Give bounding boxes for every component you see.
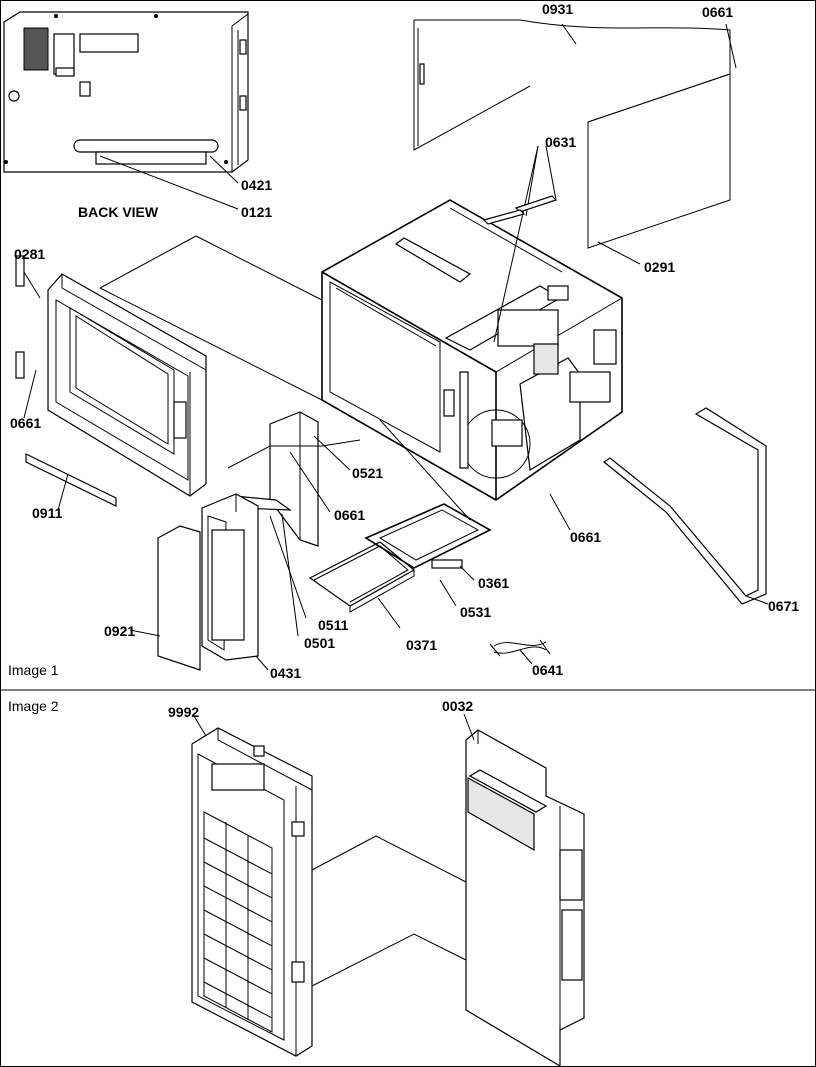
part-label-0931: 0931 [542, 1, 573, 17]
back-view-label: BACK VIEW [78, 204, 159, 220]
leader-0661-left [23, 369, 37, 419]
part-label-0641: 0641 [532, 662, 563, 678]
leader-0661-right [549, 493, 571, 531]
part-label-0661-mid: 0661 [334, 507, 365, 523]
door-assembly [47, 273, 207, 497]
link-line-5 [379, 419, 471, 521]
cabinet-chassis [321, 199, 623, 501]
choke-strip-0911 [25, 453, 117, 507]
bracket-0631-a [514, 195, 558, 213]
part-label-0032: 0032 [442, 698, 473, 714]
part-label-0431: 0431 [270, 665, 301, 681]
leader-0631-c [545, 145, 557, 201]
leader-0641 [519, 649, 533, 665]
link-line-4 [227, 439, 361, 469]
leader-0421 [209, 155, 239, 184]
leader-0521 [313, 435, 351, 471]
part-label-0511: 0511 [318, 617, 349, 633]
link-line-6 [311, 835, 467, 883]
part-label-0661-left: 0661 [10, 415, 41, 431]
link-line-3 [195, 235, 323, 301]
link-line-7 [311, 933, 467, 987]
leader-0661-mid [289, 451, 331, 513]
part-label-0521: 0521 [352, 465, 383, 481]
control-panel-9992 [191, 727, 313, 1057]
leader-0661-top [725, 23, 737, 69]
leader-0281 [23, 271, 41, 299]
part-label-0911: 0911 [32, 505, 63, 521]
leader-0371 [377, 597, 401, 629]
leader-0911 [57, 473, 69, 511]
part-label-0661-right: 0661 [570, 529, 601, 545]
leader-0121 [99, 155, 239, 210]
part-label-0501: 0501 [304, 635, 335, 651]
circuit-board-0032 [465, 729, 585, 1067]
gasket-0671 [602, 407, 767, 605]
leader-0631-a [493, 145, 539, 343]
part-label-0661-top: 0661 [702, 4, 733, 20]
outer-cover-0931 [413, 19, 731, 249]
part-label-0671: 0671 [768, 598, 799, 614]
leader-9992 [193, 715, 207, 737]
part-label-0921: 0921 [104, 623, 135, 639]
part-label-9992: 9992 [168, 704, 199, 720]
leader-0361 [459, 565, 475, 581]
part-label-0531: 0531 [460, 604, 491, 620]
part-label-0631: 0631 [545, 134, 576, 150]
panel-label-image-2: Image 2 [8, 698, 59, 714]
part-label-0421: 0421 [241, 177, 272, 193]
back-view-drawing [3, 11, 249, 173]
leader-0431 [255, 655, 269, 671]
leader-0511 [269, 515, 307, 619]
leader-0931 [561, 23, 577, 45]
leader-0291 [597, 241, 641, 265]
panel-label-image-1: Image 1 [8, 662, 59, 678]
part-label-0361: 0361 [478, 575, 509, 591]
link-line-1 [99, 287, 323, 401]
leader-0531 [439, 579, 457, 607]
latch-0281-lower [15, 351, 25, 379]
leader-0671 [745, 595, 769, 605]
link-line-2 [99, 235, 197, 289]
leader-0921 [129, 629, 161, 637]
frame-0361 [364, 503, 492, 569]
latch-0281-upper [15, 255, 25, 287]
part-label-0371: 0371 [406, 637, 437, 653]
part-label-0281: 0281 [14, 246, 45, 262]
part-label-0291: 0291 [644, 259, 675, 275]
cable-0641 [489, 639, 551, 657]
leader-0032 [463, 713, 475, 741]
bracket-0631-b [482, 209, 526, 225]
tray-0371 [308, 541, 416, 613]
cover-0921 [157, 525, 201, 671]
leader-0501 [281, 513, 299, 637]
control-panel-0431 [201, 493, 259, 661]
part-label-0121: 0121 [241, 204, 272, 220]
